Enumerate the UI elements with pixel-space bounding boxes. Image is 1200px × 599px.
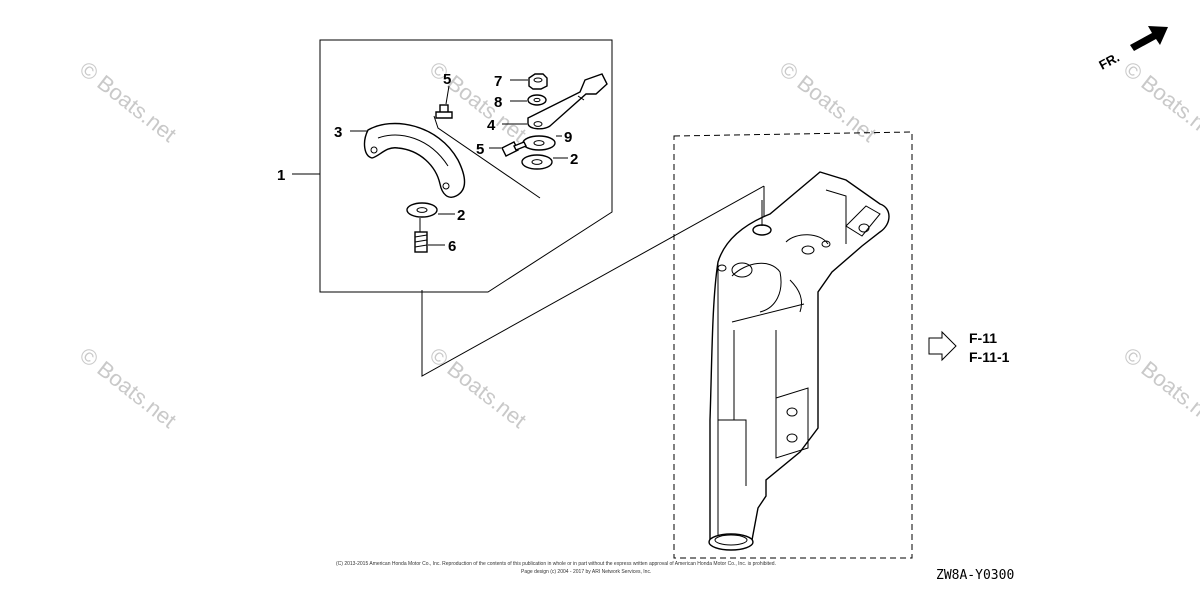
direction-label: FR. [1096,50,1122,73]
diagram-code: ZW8A-Y0300 [936,568,1014,583]
nut-part [528,73,548,90]
direction-arrow-icon [1130,26,1168,51]
watermark: © Boats.net [425,342,531,433]
projection-line [421,185,765,377]
subassembly-outline [319,39,613,293]
watermark: © Boats.net [75,56,181,147]
copyright-line: Page design (c) 2004 - 2017 by ARI Netwo… [521,569,651,575]
bolt-part [501,141,527,157]
callout-9: 9 [564,129,572,146]
callout-1: 1 [277,167,285,184]
stud-part [414,231,428,253]
callout-5a: 5 [443,71,451,88]
copyright-line: (C) 2013-2015 American Honda Motor Co., … [336,561,776,567]
washer-part [522,135,556,151]
callout-2b: 2 [457,207,465,224]
reference-link-f11-1[interactable]: F-11-1 [969,349,1010,365]
callout-5b: 5 [476,141,484,158]
curved-bracket-part [363,122,466,198]
watermark: © Boats.net [1119,56,1200,147]
watermark: © Boats.net [425,56,531,147]
callout-7: 7 [494,73,502,90]
washer-part [527,94,547,106]
watermark: © Boats.net [75,342,181,433]
lever-part [527,73,608,130]
bolt-part [435,104,453,119]
callout-2a: 2 [570,151,578,168]
swivel-bracket-part [708,171,890,551]
washer-part [521,154,553,170]
washer-part [406,202,438,218]
reference-arrow-icon [928,330,957,362]
reference-link-f11[interactable]: F-11 [969,330,997,346]
callout-8: 8 [494,94,502,111]
watermark-group: © Boats.net © Boats.net © Boats.net © Bo… [75,56,1200,433]
callout-3: 3 [334,124,342,141]
reference-outline [673,131,913,559]
callout-4: 4 [487,117,496,134]
watermark: © Boats.net [1119,342,1200,433]
leader-line [445,85,450,105]
callout-6: 6 [448,238,456,255]
guide-line [433,115,541,199]
